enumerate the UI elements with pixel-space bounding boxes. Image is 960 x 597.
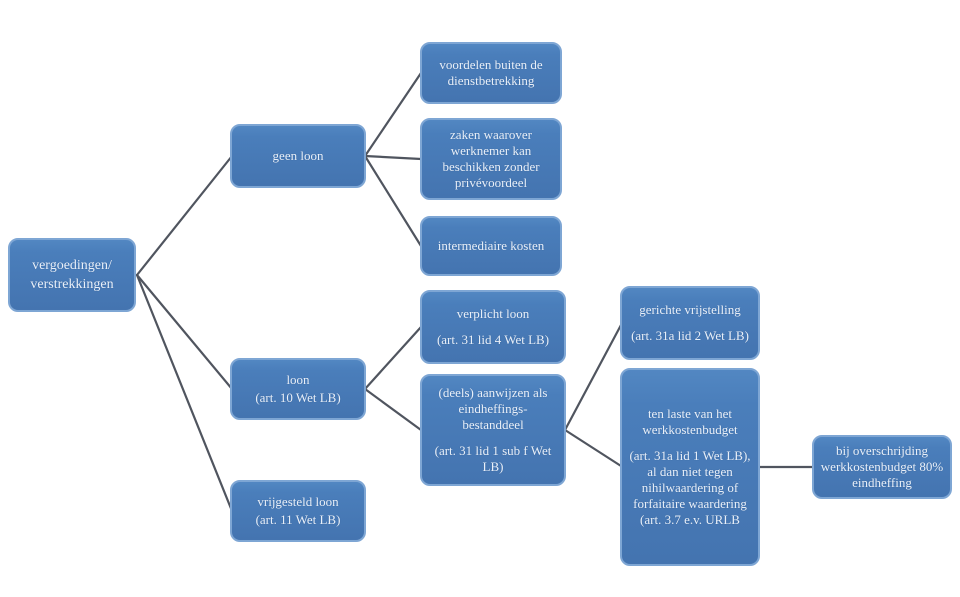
node-verplicht-loon: verplicht loon (art. 31 lid 4 Wet LB) [420,290,566,364]
node-sublabel: (art. 31 lid 1 sub f Wet LB) [434,442,552,474]
node-label: voordelen buiten de dienstbetrekking [439,57,543,88]
node-label: vrijgesteld loon [257,494,339,510]
edge-root-vrijgesteld [135,273,234,513]
node-label: intermediaire kosten [437,238,545,254]
node-label: verplicht loon [456,306,530,322]
node-sublabel: (art. 31 lid 4 Wet LB) [436,332,550,347]
edge-deels-tenlaste [563,428,623,468]
node-ten-laste-werkkostenbudget: ten laste van het werkkostenbudget (art.… [620,368,760,566]
node-label: zaken waarover werknemer kan beschikken … [442,127,540,190]
node-label: geen loon [272,148,324,164]
edge-geenloon-intermediair [363,154,423,248]
node-sublabel: (art. 10 Wet LB) [255,390,341,405]
edge-root-loon [135,273,234,391]
edge-deels-gericht [563,323,623,432]
node-sublabel: (art. 31a lid 1 Wet LB), al dan niet teg… [629,448,751,527]
node-aanwijzen-eindheffingsbestanddeel: (deels) aanwijzen als eindheffings-besta… [420,374,566,486]
node-zaken-zonder-privevoordeel: zaken waarover werknemer kan beschikken … [420,118,562,200]
node-vergoedingen-verstrekkingen: vergoedingen/ verstrekkingen [8,238,136,312]
node-sublabel: (art. 11 Wet LB) [255,512,341,527]
node-vrijgesteld-loon: vrijgesteld loon (art. 11 Wet LB) [230,480,366,542]
node-label: verstrekkingen [30,277,114,292]
edge-loon-deels [363,387,423,432]
node-label: bij overschrijding werkkostenbudget 80% … [820,443,944,490]
node-voordelen-buiten-dienstbetrekking: voordelen buiten de dienstbetrekking [420,42,562,104]
node-intermediaire-kosten: intermediaire kosten [420,216,562,276]
edge-loon-verplicht [363,325,423,391]
edge-geenloon-zaken [363,154,423,161]
node-label: gerichte vrijstelling [639,302,741,318]
edge-root-geenloon [135,154,234,277]
node-label: loon [286,372,310,388]
node-label: vergoedingen/ [32,257,112,273]
node-overschrijding-eindheffing: bij overschrijding werkkostenbudget 80% … [812,435,952,499]
node-sublabel: (art. 31a lid 2 Wet LB) [631,328,749,343]
node-label: (deels) aanwijzen als eindheffings-besta… [438,385,548,433]
node-geen-loon: geen loon [230,124,366,188]
edge-geenloon-voordelen [363,71,423,158]
node-loon: loon (art. 10 Wet LB) [230,358,366,420]
node-label: ten laste van het werkkostenbudget [642,406,738,438]
node-gerichte-vrijstelling: gerichte vrijstelling (art. 31a lid 2 We… [620,286,760,360]
